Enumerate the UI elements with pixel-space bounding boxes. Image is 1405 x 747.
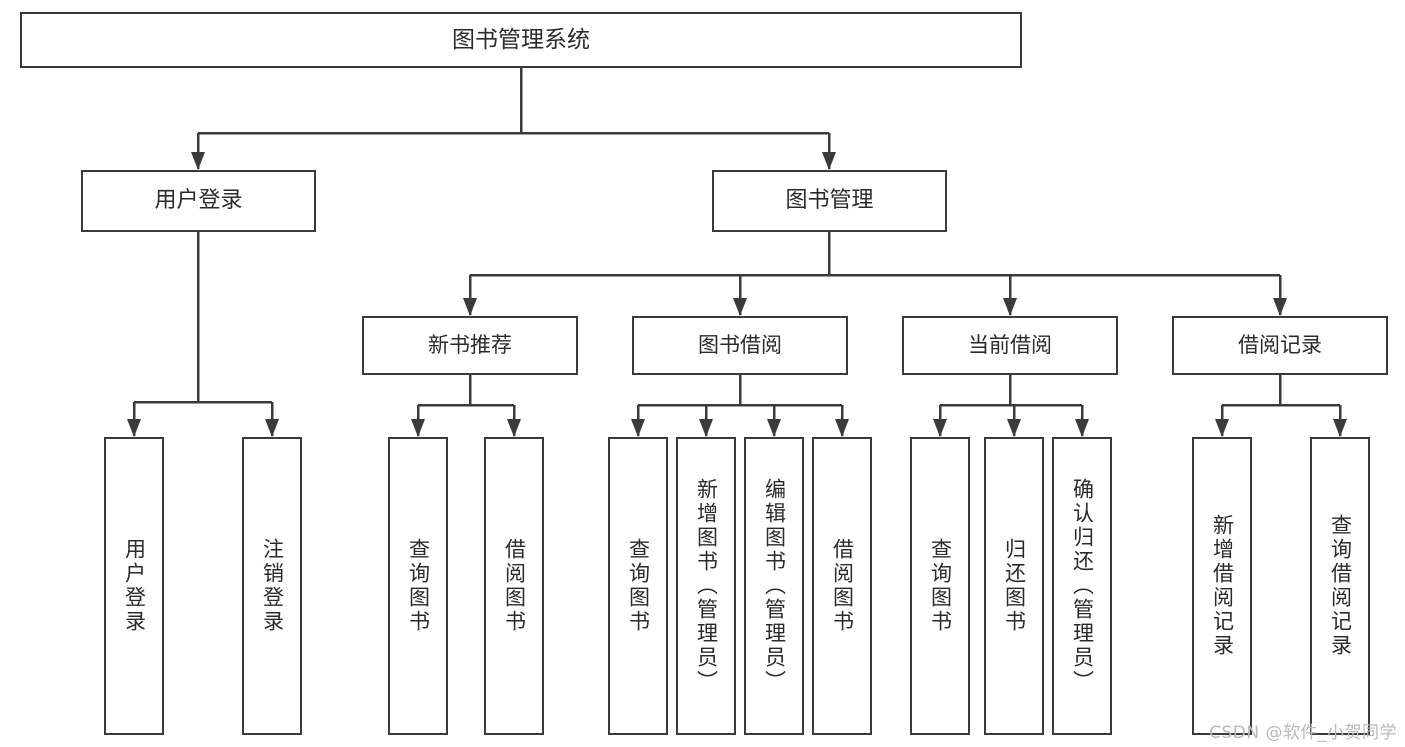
node-leaf-edit-book-admin[interactable]: 编辑图书（管理员） <box>744 437 804 735</box>
node-leaf-add-borrow-record[interactable]: 新增借阅记录 <box>1192 437 1252 735</box>
node-borrow-record[interactable]: 借阅记录 <box>1172 316 1388 375</box>
csdn-watermark: CSDN @软件_小贺同学 <box>1209 723 1397 743</box>
node-leaf-query-book-nb-label: 查询图书 <box>406 538 431 634</box>
node-leaf-logout-login-label: 注销登录 <box>260 538 285 634</box>
node-leaf-borrow-book-nb-label: 借阅图书 <box>502 538 527 634</box>
node-book-management-label: 图书管理 <box>785 188 874 214</box>
node-leaf-user-login[interactable]: 用户登录 <box>104 437 164 735</box>
node-borrow-record-label: 借阅记录 <box>1238 333 1322 358</box>
node-current-borrow-label: 当前借阅 <box>968 333 1052 358</box>
node-new-book-recommend-label: 新书推荐 <box>428 333 512 358</box>
node-leaf-user-login-label: 用户登录 <box>122 538 147 634</box>
node-root-label: 图书管理系统 <box>452 26 590 53</box>
node-leaf-return-book-label: 归还图书 <box>1002 538 1027 634</box>
node-leaf-logout-login[interactable]: 注销登录 <box>242 437 302 735</box>
node-leaf-confirm-return-label: 确认归还（管理员） <box>1070 478 1095 694</box>
node-leaf-edit-book-admin-label: 编辑图书（管理员） <box>762 478 787 694</box>
node-leaf-borrow-book-bb[interactable]: 借阅图书 <box>812 437 872 735</box>
node-user-login-label: 用户登录 <box>154 188 243 214</box>
node-leaf-query-borrow-record[interactable]: 查询借阅记录 <box>1310 437 1370 735</box>
node-leaf-query-book-bb[interactable]: 查询图书 <box>608 437 668 735</box>
node-leaf-query-book-bb-label: 查询图书 <box>626 538 651 634</box>
node-root[interactable]: 图书管理系统 <box>20 12 1022 68</box>
node-book-borrow-label: 图书借阅 <box>698 333 782 358</box>
node-leaf-query-book-cb[interactable]: 查询图书 <box>910 437 970 735</box>
node-leaf-add-borrow-record-label: 新增借阅记录 <box>1210 514 1235 658</box>
node-user-login[interactable]: 用户登录 <box>81 170 316 232</box>
node-current-borrow[interactable]: 当前借阅 <box>902 316 1118 375</box>
node-leaf-borrow-book-bb-label: 借阅图书 <box>830 538 855 634</box>
node-leaf-query-book-cb-label: 查询图书 <box>928 538 953 634</box>
node-leaf-confirm-return[interactable]: 确认归还（管理员） <box>1052 437 1112 735</box>
node-leaf-query-book-nb[interactable]: 查询图书 <box>388 437 448 735</box>
node-leaf-borrow-book-nb[interactable]: 借阅图书 <box>484 437 544 735</box>
node-leaf-add-book-admin[interactable]: 新增图书（管理员） <box>676 437 736 735</box>
node-leaf-add-book-admin-label: 新增图书（管理员） <box>694 478 719 694</box>
node-new-book-recommend[interactable]: 新书推荐 <box>362 316 578 375</box>
node-book-management[interactable]: 图书管理 <box>712 170 947 232</box>
node-leaf-query-borrow-record-label: 查询借阅记录 <box>1328 514 1353 658</box>
node-book-borrow[interactable]: 图书借阅 <box>632 316 848 375</box>
node-leaf-return-book[interactable]: 归还图书 <box>984 437 1044 735</box>
